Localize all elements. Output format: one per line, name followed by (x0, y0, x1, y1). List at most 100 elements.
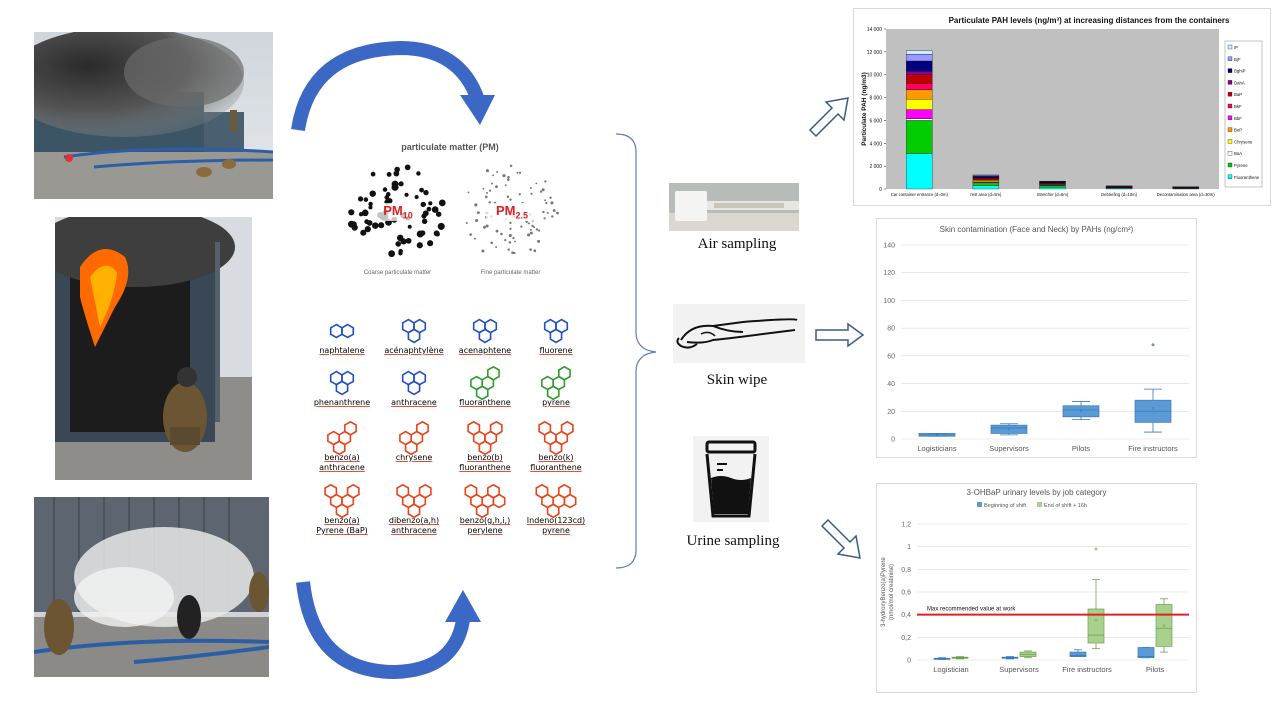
particle (512, 236, 515, 240)
molecule-label: benzo(k) fluoranthene (530, 453, 582, 472)
particle (531, 224, 534, 228)
y-tick-label: 6 000 (869, 118, 882, 124)
legend-swatch (1227, 162, 1233, 168)
particle (484, 195, 488, 199)
particle (509, 221, 512, 224)
particle (556, 211, 559, 215)
legend-swatch (1227, 80, 1233, 85)
bar-segment (906, 74, 933, 85)
y-tick-label: 120 (883, 270, 895, 277)
mean-marker: × (1162, 624, 1166, 630)
particle (368, 205, 373, 210)
mean-marker: × (935, 433, 939, 439)
legend-entry: BaP (1234, 92, 1242, 97)
particle (357, 196, 364, 202)
particle (483, 225, 486, 229)
particle (511, 251, 514, 255)
particle (385, 192, 391, 197)
ring (346, 484, 360, 499)
particle (364, 225, 371, 233)
urine-chart-title: 3-OHBaP urinary levels by job category (966, 488, 1107, 497)
molecule-structure (538, 421, 574, 455)
particle (427, 240, 434, 247)
particle (437, 222, 445, 230)
molecule-structure (535, 484, 577, 518)
particle (529, 231, 533, 235)
particle (378, 222, 385, 229)
ring (549, 328, 563, 344)
mean-marker: × (1151, 407, 1155, 413)
y-tick-label: 0 (891, 437, 895, 444)
particle (550, 201, 554, 205)
molecule-label: naphtalene (319, 346, 365, 355)
ring (418, 484, 432, 499)
particle (525, 220, 528, 224)
particle (433, 207, 439, 212)
ring (335, 503, 349, 518)
legend-entry: BghiP (1234, 69, 1246, 74)
bar-segment (906, 153, 933, 190)
urine-box-chart-panel: 3-OHBaP urinary levels by job category 0… (876, 483, 1197, 693)
ring (396, 484, 410, 499)
ring (324, 484, 338, 499)
particle (545, 201, 548, 205)
bar-segment (906, 60, 933, 72)
particle (527, 222, 530, 225)
box (1137, 647, 1155, 659)
particle (529, 186, 532, 189)
legend-entry: BkF (1234, 104, 1242, 109)
x-tick-label: Pilots (1146, 665, 1165, 674)
ring (407, 328, 421, 344)
legend-swatch (1227, 127, 1233, 132)
molecule-structure (329, 370, 355, 396)
legend-entry: Pyrene (1234, 163, 1248, 168)
ring (557, 366, 571, 381)
particle (481, 249, 485, 253)
ring (407, 503, 421, 518)
particle (518, 193, 521, 196)
molecule-structure (401, 318, 427, 344)
particle (533, 249, 537, 253)
outlier-point (1094, 547, 1098, 551)
box (1062, 405, 1100, 418)
x-tick-label: Logistician (933, 665, 968, 674)
ring (489, 421, 503, 436)
grouping-bracket (615, 133, 657, 569)
particle (404, 164, 411, 171)
reference-line-label: Max recommended value at work (927, 607, 1016, 613)
ring (404, 440, 418, 455)
particle (518, 171, 522, 174)
particle (360, 229, 367, 236)
particle (416, 242, 423, 249)
molecule-label: benzo(a) Pyrene (BaP) (316, 516, 368, 535)
molecule-structure (467, 421, 503, 455)
bar-segment (972, 176, 1000, 178)
particle (506, 178, 510, 181)
pah-chart-title: Particulate PAH levels (ng/m³) at increa… (948, 16, 1230, 25)
legend-swatch (1227, 115, 1233, 120)
skin-chart-title: Skin contamination (Face and Neck) by PA… (939, 225, 1134, 234)
particle (428, 201, 433, 206)
y-tick-label: 0 (879, 187, 882, 193)
pm10-prefix: PM (383, 203, 403, 218)
particle (552, 209, 556, 212)
molecule-label: benzo(g,h,i,) perylene (459, 516, 511, 535)
particle (438, 199, 446, 207)
y-tick-label: 0,6 (901, 590, 911, 597)
ring (538, 421, 552, 436)
particle (396, 234, 404, 242)
skin-wipe-label: Skin wipe (706, 372, 768, 388)
bar-segment (972, 182, 1000, 186)
particle (369, 190, 376, 197)
pm10-sub: 10 (402, 210, 413, 221)
particle (385, 218, 392, 226)
legend-entry: BeP (1234, 128, 1242, 133)
particle (423, 189, 429, 196)
y-tick-label: 1 (907, 544, 911, 551)
particle (426, 206, 432, 212)
x-tick-label: Supervisors (999, 665, 1039, 674)
ring (332, 440, 346, 455)
particle (551, 215, 554, 218)
ring (475, 385, 489, 400)
particle (386, 172, 392, 177)
